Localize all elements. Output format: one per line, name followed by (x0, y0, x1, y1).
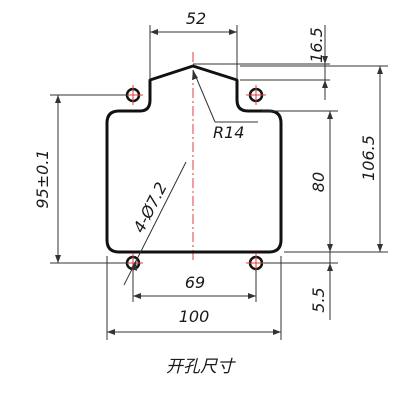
cutout-outline (105, 64, 283, 254)
drawing-caption: 开孔尺寸 (166, 357, 236, 377)
label-top-offset: 16.5 (307, 27, 326, 63)
dimension-bottom-offset: 5.5 (264, 252, 338, 320)
label-bottom-width: 100 (179, 307, 210, 326)
dimension-total-height: 106.5 (240, 65, 388, 253)
label-hole-spacing: 69 (185, 273, 205, 292)
label-hole-spec: 4-Ø7.2 (129, 179, 170, 236)
label-radius: R14 (213, 123, 244, 142)
label-side-height: 80 (309, 172, 328, 192)
dimension-hole-spec: 4-Ø7.2 (123, 161, 187, 286)
dimension-hole-spacing: 69 (132, 270, 257, 302)
label-bottom-offset: 5.5 (309, 287, 328, 312)
dimension-radius: R14 (192, 69, 258, 142)
dimension-top-offset: 16.5 (193, 25, 330, 100)
dimension-bottom-width: 100 (106, 256, 282, 340)
dimension-top-width: 52 (149, 9, 238, 80)
label-total-height: 106.5 (359, 135, 378, 181)
hole-bottom-right (246, 253, 266, 273)
hole-top-right (246, 85, 266, 105)
dimension-left-height: 95±0.1 (33, 94, 127, 264)
dimension-side-height: 80 (262, 110, 338, 252)
label-left-height: 95±0.1 (33, 149, 52, 208)
label-top-width: 52 (186, 9, 206, 28)
